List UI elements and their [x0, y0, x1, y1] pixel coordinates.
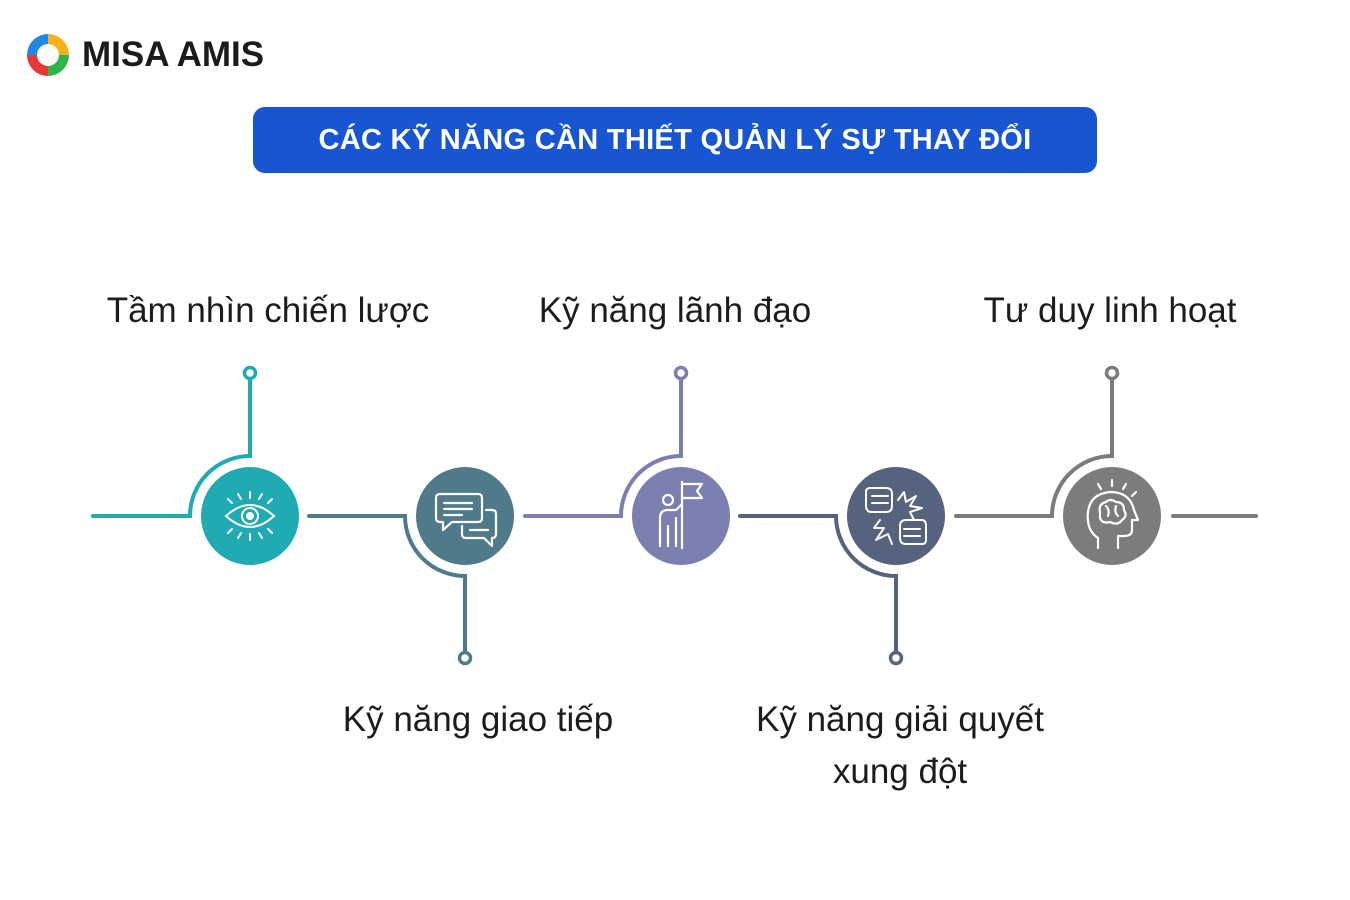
connector-dot-step-4: [888, 650, 904, 666]
chat-bubbles-icon: [434, 492, 498, 548]
step-3-node: [632, 467, 730, 565]
brand-name: MISA AMIS: [82, 35, 265, 74]
step-4-label-line-1: Kỹ năng giải quyết: [756, 700, 1044, 739]
step-4-label-line-2: xung đột: [832, 752, 968, 791]
page-title: CÁC KỸ NĂNG CẦN THIẾT QUẢN LÝ SỰ THAY ĐỔ…: [318, 123, 1032, 156]
connector-dot-step-1: [242, 365, 258, 381]
leader-flag-icon: [658, 480, 704, 550]
connector-step-4: [738, 514, 898, 655]
step-5-label: Tư duy linh hoạt: [983, 291, 1237, 330]
brain-head-icon: [1086, 478, 1140, 550]
step-4-node: [847, 467, 945, 565]
conflict-fists-icon: [865, 487, 927, 545]
eye-icon: [224, 491, 276, 541]
connector-dot-step-5: [1104, 365, 1120, 381]
step-2-node: [416, 467, 514, 565]
misa-logo-icon: [27, 34, 69, 76]
step-3-label: Kỹ năng lãnh đạo: [538, 291, 812, 330]
step-1-label: Tầm nhìn chiến lược: [106, 291, 430, 330]
step-4-label: Kỹ năng giải quyết xung đột: [700, 694, 1100, 798]
connector-dot-step-2: [457, 650, 473, 666]
connector-step-1: [91, 376, 252, 518]
step-2-label: Kỹ năng giao tiếp: [342, 700, 614, 739]
brand-logo: MISA AMIS: [24, 30, 264, 80]
connector-step-2: [307, 514, 467, 655]
title-banner: CÁC KỸ NĂNG CẦN THIẾT QUẢN LÝ SỰ THAY ĐỔ…: [253, 107, 1097, 173]
step-1-node: [201, 467, 299, 565]
connector-step-5: [954, 376, 1114, 518]
connector-step-3: [523, 376, 683, 518]
step-5-node: [1063, 467, 1161, 565]
connector-dot-step-3: [673, 365, 689, 381]
